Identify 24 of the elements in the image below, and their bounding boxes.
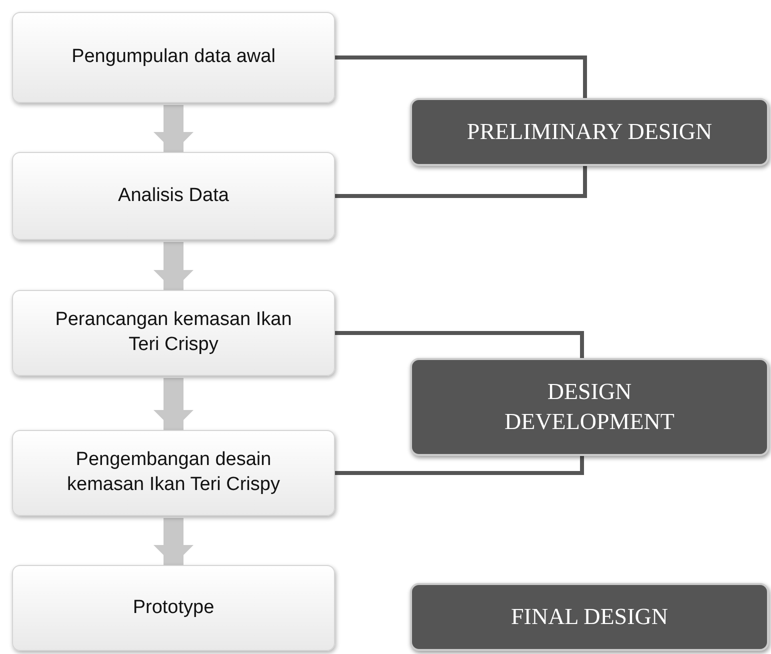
- phase-box: [410, 358, 769, 456]
- box-label: Perancangan kemasan Ikan Teri Crispy: [55, 308, 292, 357]
- process-box: [12, 430, 335, 516]
- process-box: [12, 290, 335, 376]
- bracket-line: [335, 331, 584, 358]
- box-label: PRELIMINARY DESIGN: [466, 118, 712, 146]
- phase-box: [410, 583, 769, 651]
- box-label: Pengumpulan data awal: [72, 45, 276, 70]
- box-label: FINAL DESIGN: [511, 603, 668, 632]
- phase-box: [410, 98, 769, 166]
- bracket-line: [335, 166, 587, 198]
- box-label: DESIGN DEVELOPMENT: [504, 378, 676, 436]
- process-box: [12, 152, 335, 240]
- down-arrow: [154, 242, 194, 290]
- process-box: [12, 12, 335, 103]
- down-arrow: [154, 518, 194, 565]
- box-label: Prototype: [132, 596, 214, 620]
- bracket-line: [335, 456, 584, 475]
- bracket-line: [335, 56, 587, 98]
- box-label: Pengembangan desain kemasan Ikan Teri Crispy: [66, 448, 281, 497]
- down-arrow: [154, 378, 194, 430]
- process-box: [12, 565, 335, 651]
- box-label: Analisis Data: [118, 184, 229, 208]
- down-arrow: [154, 105, 194, 152]
